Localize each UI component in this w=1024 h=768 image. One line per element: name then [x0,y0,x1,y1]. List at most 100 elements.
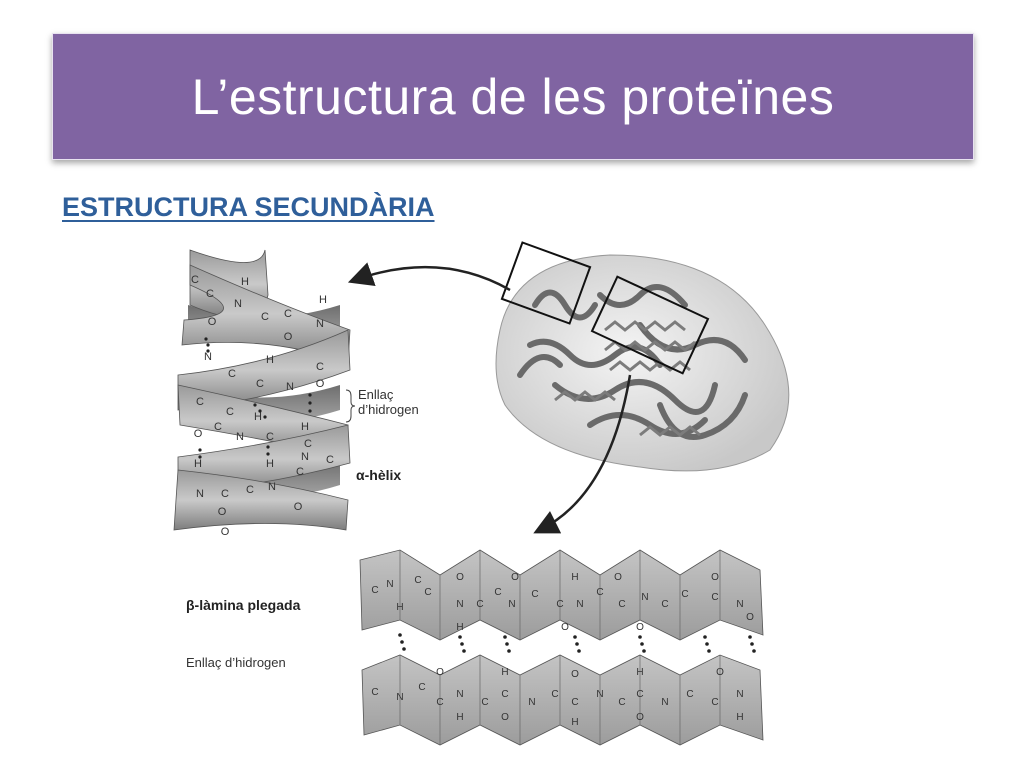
svg-text:C: C [256,378,264,390]
svg-text:C: C [261,311,269,323]
svg-text:H: H [571,572,578,583]
svg-text:N: N [204,351,212,363]
svg-text:C: C [681,589,688,600]
svg-text:N: N [736,689,743,700]
svg-text:C: C [371,687,378,698]
svg-text:N: N [286,381,294,393]
svg-text:O: O [716,667,724,678]
slide-subtitle: ESTRUCTURA SECUNDÀRIA [62,192,435,222]
svg-text:O: O [511,572,519,583]
svg-text:N: N [661,697,668,708]
svg-text:C: C [284,308,292,320]
svg-text:N: N [234,298,242,310]
svg-text:O: O [221,526,230,538]
svg-text:O: O [436,667,444,678]
svg-text:H: H [266,354,274,366]
svg-text:N: N [528,697,535,708]
svg-text:O: O [194,428,203,440]
svg-text:H: H [636,667,643,678]
svg-text:C: C [326,454,334,466]
svg-text:O: O [636,712,644,723]
svg-text:H: H [571,717,578,728]
svg-text:C: C [636,689,643,700]
svg-text:C: C [494,587,501,598]
svg-text:H: H [241,276,249,288]
beta-sheet-label: β-làmina plegada [186,597,301,613]
svg-text:C: C [476,599,483,610]
beta-hbond-label: Enllaç d’hidrogen [186,655,286,670]
svg-text:N: N [236,431,244,443]
svg-text:C: C [228,368,236,380]
svg-text:O: O [746,612,754,623]
svg-text:C: C [316,361,324,373]
svg-text:C: C [711,592,718,603]
arrow-to-alpha-helix [347,262,511,292]
svg-text:H: H [501,667,508,678]
slide-title: L’estructura de les proteïnes [191,68,835,125]
svg-text:C: C [551,689,558,700]
svg-text:C: C [436,697,443,708]
svg-text:H: H [396,602,403,613]
svg-text:C: C [191,274,199,286]
svg-text:C: C [196,396,204,408]
svg-text:C: C [618,697,625,708]
svg-text:N: N [641,592,648,603]
alpha-helix-label: α-hèlix [356,467,402,483]
svg-text:C: C [501,689,508,700]
svg-text:H: H [254,411,262,423]
svg-text:C: C [226,406,234,418]
svg-text:N: N [456,689,463,700]
svg-text:O: O [561,622,569,633]
svg-text:O: O [294,501,303,513]
svg-text:C: C [686,689,693,700]
protein-tertiary-structure-diagram [495,241,790,472]
svg-text:N: N [508,599,515,610]
svg-text:C: C [596,587,603,598]
svg-text:C: C [296,466,304,478]
svg-text:C: C [246,484,254,496]
svg-text:N: N [316,318,324,330]
svg-text:C: C [304,438,312,450]
svg-text:H: H [301,421,309,433]
svg-text:N: N [386,579,393,590]
svg-text:H: H [736,712,743,723]
svg-text:O: O [501,712,509,723]
svg-text:O: O [284,331,293,343]
svg-text:C: C [221,488,229,500]
svg-text:C: C [206,288,214,300]
svg-text:O: O [208,316,217,328]
svg-text:N: N [736,599,743,610]
svg-text:C: C [424,587,431,598]
svg-text:N: N [268,481,276,493]
svg-text:H: H [456,622,463,633]
hbond-label-line2: d’hidrogen [358,402,419,417]
svg-text:O: O [218,506,227,518]
svg-text:N: N [301,451,309,463]
svg-text:H: H [456,712,463,723]
svg-text:C: C [418,682,425,693]
svg-text:C: C [266,431,274,443]
hbond-label: Enllaç d’hidrogen [358,387,419,417]
hbond-label-line1: Enllaç [358,387,394,402]
svg-text:O: O [316,378,325,390]
svg-text:H: H [319,294,327,306]
svg-text:C: C [481,697,488,708]
svg-text:N: N [396,692,403,703]
svg-text:O: O [614,572,622,583]
svg-text:O: O [711,572,719,583]
title-bar: L’estructura de les proteïnes [52,33,974,160]
svg-text:C: C [661,599,668,610]
svg-text:C: C [618,599,625,610]
arrow-to-beta-sheet [533,374,632,534]
svg-text:N: N [576,599,583,610]
svg-text:N: N [456,599,463,610]
svg-text:O: O [636,622,644,633]
svg-text:C: C [711,697,718,708]
svg-text:O: O [456,572,464,583]
svg-text:H: H [194,458,202,470]
svg-text:O: O [571,669,579,680]
svg-text:C: C [531,589,538,600]
